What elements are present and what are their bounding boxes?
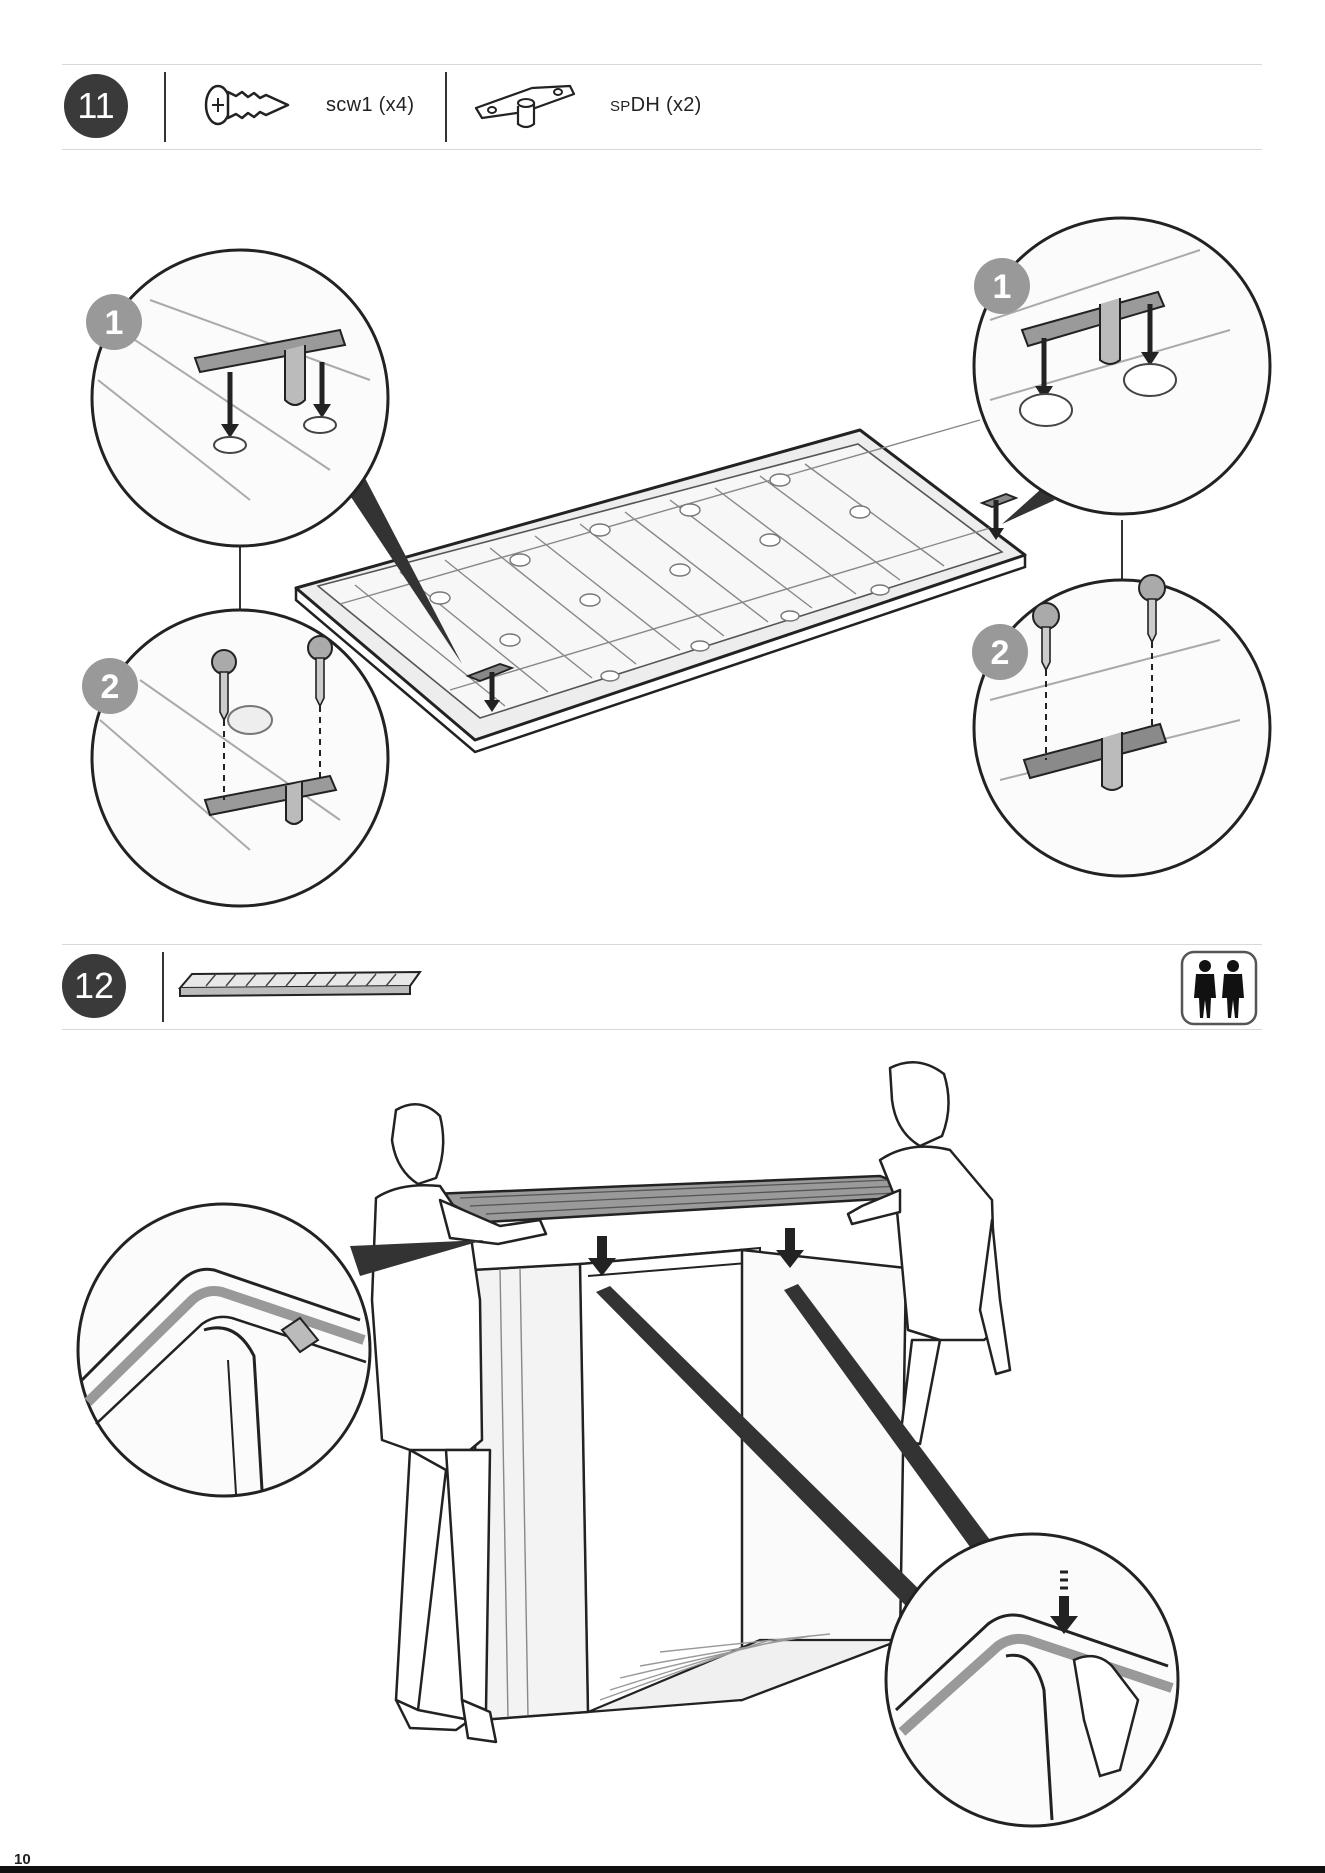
callout-badge-2: 2 xyxy=(101,668,120,706)
step-11-illustration: 1 2 1 2 xyxy=(0,170,1325,930)
shed-body xyxy=(462,1248,906,1720)
header-divider xyxy=(164,72,166,142)
step-12-number: 12 xyxy=(62,954,126,1018)
step-12-illustration xyxy=(0,1040,1325,1845)
detail-circle-roof-corner-right xyxy=(886,1534,1178,1826)
page-bottom-rule xyxy=(0,1866,1325,1873)
screw-icon xyxy=(198,80,298,130)
roof-panel-icon xyxy=(176,966,424,1008)
step-11-number: 11 xyxy=(64,74,128,138)
callout-badge-1: 1 xyxy=(993,268,1012,306)
header-divider xyxy=(445,72,447,142)
detail-circle-left-step1 xyxy=(92,250,388,546)
part-scw1-label: scw1 (x4) xyxy=(326,94,414,117)
detail-circle-left-step2 xyxy=(92,610,388,906)
hinge-plate-icon xyxy=(470,78,580,134)
detail-circle-right-step2 xyxy=(974,575,1270,876)
two-people-icon xyxy=(1180,950,1258,1026)
callout-badge-1: 1 xyxy=(105,304,124,342)
callout-badge-2: 2 xyxy=(991,634,1010,672)
part-spdh-label: SPDH (x2) xyxy=(610,94,702,117)
detail-circle-roof-corner-left xyxy=(78,1204,370,1496)
roof-panel-underside xyxy=(296,420,1025,752)
header-divider xyxy=(162,952,164,1022)
detail-circle-right-step1 xyxy=(974,218,1270,514)
